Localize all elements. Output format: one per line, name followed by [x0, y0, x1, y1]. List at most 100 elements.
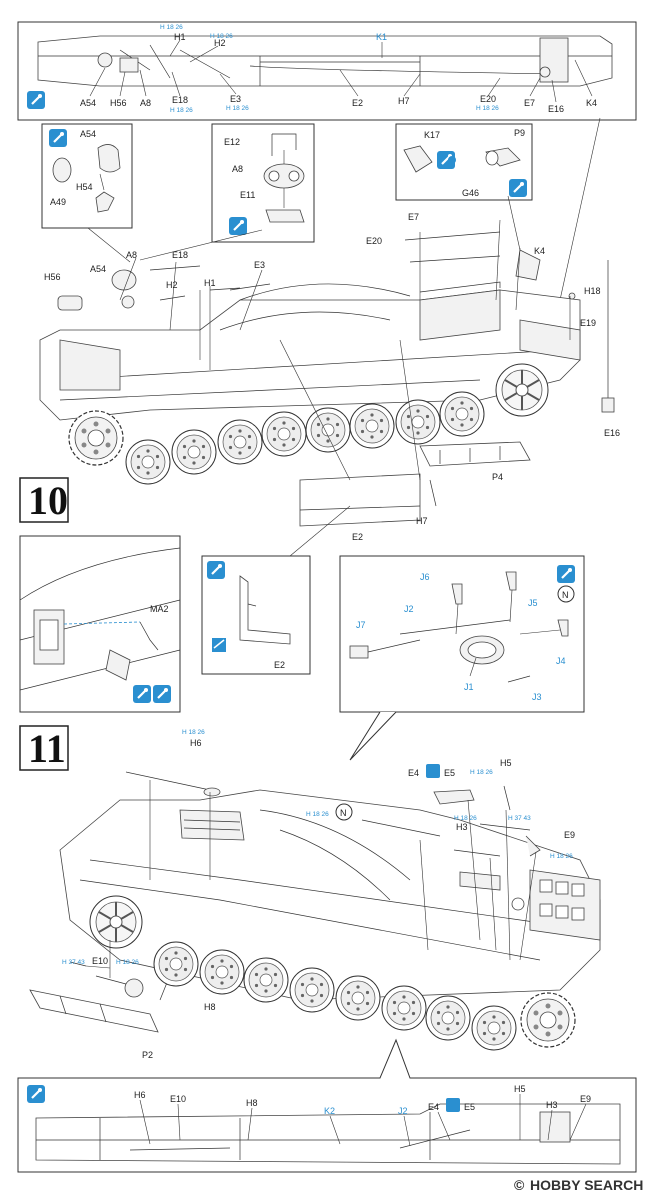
paint-icon: [446, 1098, 460, 1112]
callout-h18: H18: [584, 286, 601, 296]
callout-k1: K1: [376, 32, 387, 42]
callout-e10: E10: [92, 956, 108, 966]
callout-a49: A49: [50, 197, 66, 207]
glue-icon: [131, 683, 153, 705]
ref-e10-a: H 37 43: [62, 959, 85, 966]
step-10-main-drawing: A8 E18 E3 H56 A54 H2 H1 E7 E20 K4 H18 E1…: [39, 117, 620, 542]
callout-j6: J6: [420, 572, 430, 582]
step-10-number-box: [19, 477, 69, 523]
callout-h2: H2: [166, 280, 178, 290]
marker-n: N: [562, 590, 569, 600]
detail-a8-box: E12 A8 E11: [211, 123, 315, 243]
ref-h18-26: H 18 26: [160, 24, 183, 31]
callout-h8: H8: [204, 1002, 216, 1012]
callout-a54: A54: [80, 129, 96, 139]
ref-h18-26-b: H 18 26: [210, 33, 233, 40]
detail-e2-box: E2: [201, 505, 351, 675]
callout-h5: H5: [500, 758, 512, 768]
callout-e19: E19: [580, 318, 596, 328]
callout-k4: K4: [586, 98, 597, 108]
step-10-number: 10: [28, 478, 68, 523]
callout-e2: E2: [274, 660, 285, 670]
callout-h1: H1: [174, 32, 186, 42]
callout-h1: H1: [204, 278, 216, 288]
glue-icon: [227, 215, 249, 237]
callout-h7: H7: [398, 96, 410, 106]
ref-e3: H 18 26: [226, 105, 249, 112]
callout-h2: H2: [214, 38, 226, 48]
detail-a54-box: A54 A49 H54: [41, 123, 133, 229]
callout-e20: E20: [480, 94, 496, 104]
ref-e18: H 18 26: [170, 107, 193, 114]
callout-g46: G46: [462, 188, 479, 198]
detail-ma2-box: MA2: [19, 535, 181, 713]
callout-e9: E9: [580, 1094, 591, 1104]
glue-icon: [25, 89, 47, 111]
callout-e4: E4: [408, 768, 419, 778]
callout-j7: J7: [356, 620, 366, 630]
callout-p2: P2: [142, 1050, 153, 1060]
watermark-symbol: ©: [514, 1177, 525, 1193]
callout-h56: H56: [110, 98, 127, 108]
ref-e9-a: H 37 43: [508, 815, 531, 822]
callout-h7: H7: [416, 516, 428, 526]
callout-ma2: MA2: [150, 604, 169, 614]
step-11-overview-box: H6 E10 H8 K2 J2 E4 E5 H5 H3 E9: [17, 1038, 637, 1173]
callout-j2: J2: [398, 1106, 408, 1116]
detail-j-box: N J6 J5 J2 J7 J4 J1 J3: [339, 555, 585, 761]
callout-a8: A8: [140, 98, 151, 108]
callout-e7: E7: [524, 98, 535, 108]
ref-n: H 18 26: [306, 811, 329, 818]
ref-e10-b: H 18 26: [116, 959, 139, 966]
ref-h5: H 18 26: [470, 769, 493, 776]
callout-h56: H56: [44, 272, 61, 282]
callout-e11: E11: [240, 190, 255, 200]
callout-e3: E3: [230, 94, 241, 104]
callout-e18: E18: [172, 250, 188, 260]
callout-h3: H3: [456, 822, 468, 832]
ref-e9-b: H 18 26: [550, 853, 573, 860]
glue-icon: [151, 683, 173, 705]
callout-e5: E5: [444, 768, 455, 778]
ref-h6: H 18 26: [182, 729, 205, 736]
callout-h6: H6: [190, 738, 202, 748]
callout-e12: E12: [224, 137, 240, 147]
callout-h6: H6: [134, 1090, 146, 1100]
step-11-main-drawing: H 18 26 H6 E4 E5 H5 H 18 26 H 18 26 H3 H…: [29, 729, 601, 1060]
callout-e7: E7: [408, 212, 419, 222]
ref-e20: H 18 26: [476, 105, 499, 112]
callout-a8: A8: [126, 250, 137, 260]
callout-k2: K2: [324, 1106, 335, 1116]
callout-h5: H5: [514, 1084, 526, 1094]
glue-icon: [555, 563, 577, 585]
callout-e4: E4: [428, 1102, 439, 1112]
callout-j3: J3: [532, 692, 542, 702]
callout-e2: E2: [352, 98, 363, 108]
callout-a54: A54: [80, 98, 96, 108]
callout-e16: E16: [548, 104, 564, 114]
glue-icon: [47, 127, 69, 149]
glue-icon: [205, 559, 227, 581]
callout-j2: J2: [404, 604, 414, 614]
n-marker: [335, 803, 353, 821]
callout-h3: H3: [546, 1100, 558, 1110]
callout-j1: J1: [464, 682, 474, 692]
callout-a54: A54: [90, 264, 106, 274]
callout-k4: K4: [534, 246, 545, 256]
ref-h3: H 18 26: [454, 815, 477, 822]
step-10-overview-box: H1 H 18 26 H 18 26 H2 K1 A54 H56 A8 E18 …: [17, 21, 637, 121]
detail-k17-box: K17 P9 G46: [395, 123, 533, 201]
callout-j5: J5: [528, 598, 538, 608]
callout-p9: P9: [514, 128, 525, 138]
step-11-number: 11: [28, 726, 66, 771]
step-11-number-box: [19, 725, 69, 771]
callout-e16: E16: [604, 428, 620, 438]
callout-e2: E2: [352, 532, 363, 542]
callout-p4: P4: [492, 472, 503, 482]
marker-n: N: [340, 808, 347, 818]
callout-e20: E20: [366, 236, 382, 246]
paint-icon: [426, 764, 440, 778]
callout-h54: H54: [76, 182, 93, 192]
callout-a8: A8: [232, 164, 243, 174]
